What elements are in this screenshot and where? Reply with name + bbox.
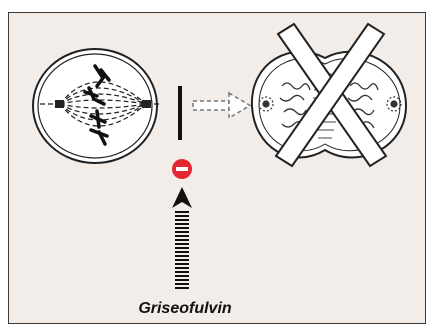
drug-name-label: Griseofulvin — [110, 300, 260, 318]
metaphase-cell — [33, 49, 180, 163]
centrosome-right — [142, 100, 151, 108]
dotted-up-arrow — [172, 187, 192, 288]
minus-sign-icon — [172, 159, 192, 179]
centrosome-left — [55, 100, 64, 108]
dashed-right-arrow — [193, 93, 250, 118]
